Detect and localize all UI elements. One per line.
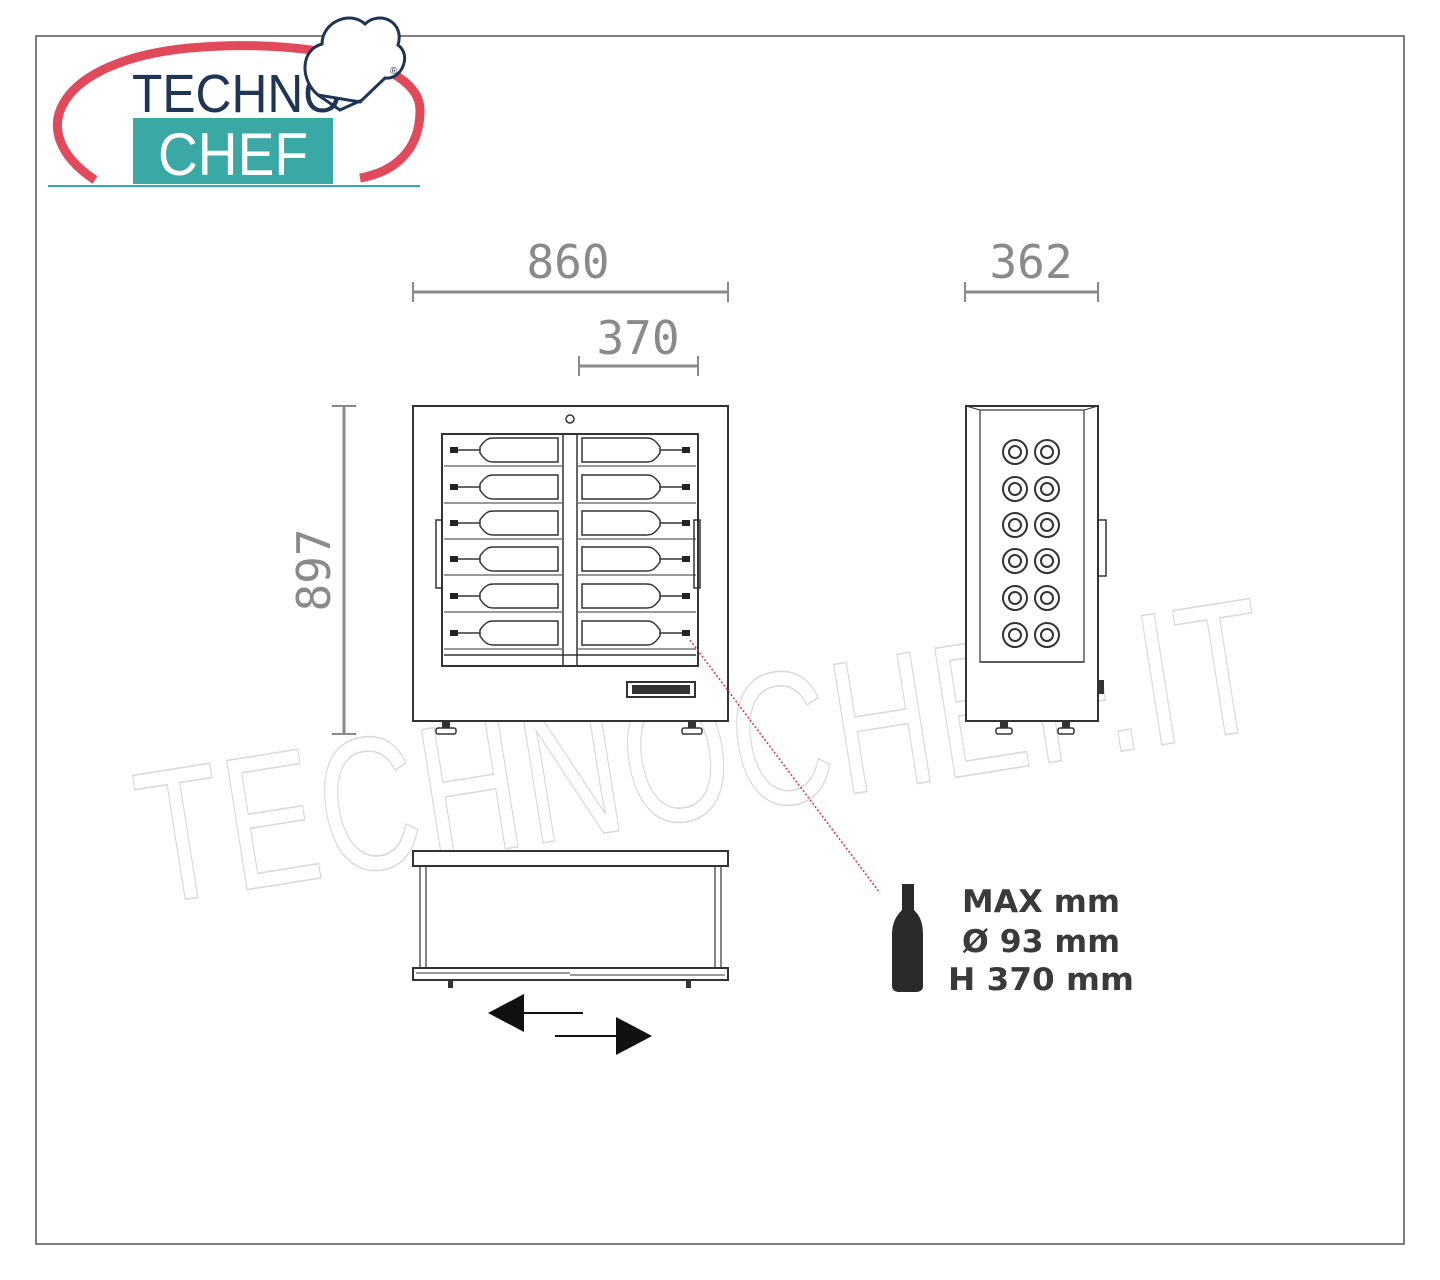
side-view <box>965 405 1107 735</box>
front-bottle <box>581 583 690 609</box>
side-bottle-end <box>1034 476 1060 502</box>
side-bottle-end <box>1034 585 1060 611</box>
side-bottle-end <box>1034 512 1060 538</box>
bottle-spec-line1: MAX mm <box>962 884 1120 920</box>
front-left-handle <box>435 519 443 589</box>
side-bottle-end <box>1002 622 1028 648</box>
side-bottle-grid <box>1002 439 1060 648</box>
front-center-mullion <box>562 433 578 667</box>
bottle-spec-line3: H 370 mm <box>948 962 1134 998</box>
sheet-frame <box>35 35 1405 1245</box>
front-bottle <box>581 620 690 646</box>
dimension-height-label: 897 <box>287 528 341 611</box>
front-bottle <box>450 583 559 609</box>
front-bottle <box>450 546 559 572</box>
bottle-icon <box>892 884 923 992</box>
front-right-handle <box>693 519 701 589</box>
bottle-spec-text: MAX mm Ø 93 mm H 370 mm <box>948 884 1134 998</box>
dimension-door-width: 370 <box>578 311 699 376</box>
slide-left-arrow-icon <box>488 994 583 1032</box>
side-foot-right <box>1062 721 1070 729</box>
side-bottle-end <box>1002 548 1028 574</box>
technochef-logo: TECHNO CHEF ® <box>48 16 425 188</box>
dimension-door-width-label: 370 <box>596 311 679 365</box>
side-bottle-end <box>1034 622 1060 648</box>
chef-hat-icon <box>303 16 407 112</box>
bottle-leader-line <box>689 639 881 894</box>
top-view <box>412 850 729 988</box>
front-bottle <box>450 510 559 536</box>
front-bottle <box>581 437 690 463</box>
logo-ring <box>52 41 425 184</box>
front-bottle <box>581 474 690 500</box>
front-lock <box>565 414 575 424</box>
side-bottle-end <box>1034 439 1060 465</box>
dimension-depth: 362 <box>964 235 1099 302</box>
side-bottle-end <box>1002 439 1028 465</box>
front-bottle <box>581 510 690 536</box>
front-bottle <box>450 620 559 646</box>
dimension-width-label: 860 <box>526 235 609 289</box>
side-bottle-end <box>1002 585 1028 611</box>
front-foot-left <box>442 721 450 729</box>
slide-right-arrow-icon <box>555 1017 652 1055</box>
logo-text-line2: CHEF <box>158 121 308 188</box>
dimension-height: 897 <box>287 405 356 735</box>
front-view <box>412 405 729 735</box>
bottle-spec-line2: Ø 93 mm <box>962 924 1120 960</box>
top-foot-right <box>686 980 691 988</box>
front-foot-right <box>688 721 696 729</box>
side-bottle-end <box>1002 512 1028 538</box>
side-bottle-end <box>1034 548 1060 574</box>
side-foot-left <box>1000 721 1008 729</box>
top-foot-left <box>448 980 453 988</box>
logo-teal-box <box>133 118 333 184</box>
side-bottle-end <box>1002 476 1028 502</box>
front-bottle-rows <box>444 437 696 650</box>
side-handle <box>1097 519 1107 577</box>
dimension-width: 860 <box>412 235 729 302</box>
dimension-depth-label: 362 <box>989 235 1072 289</box>
front-bottle <box>450 437 559 463</box>
side-knob <box>1098 680 1104 694</box>
front-bottle <box>450 474 559 500</box>
logo-registered-mark: ® <box>390 66 398 77</box>
front-bottle <box>581 546 690 572</box>
